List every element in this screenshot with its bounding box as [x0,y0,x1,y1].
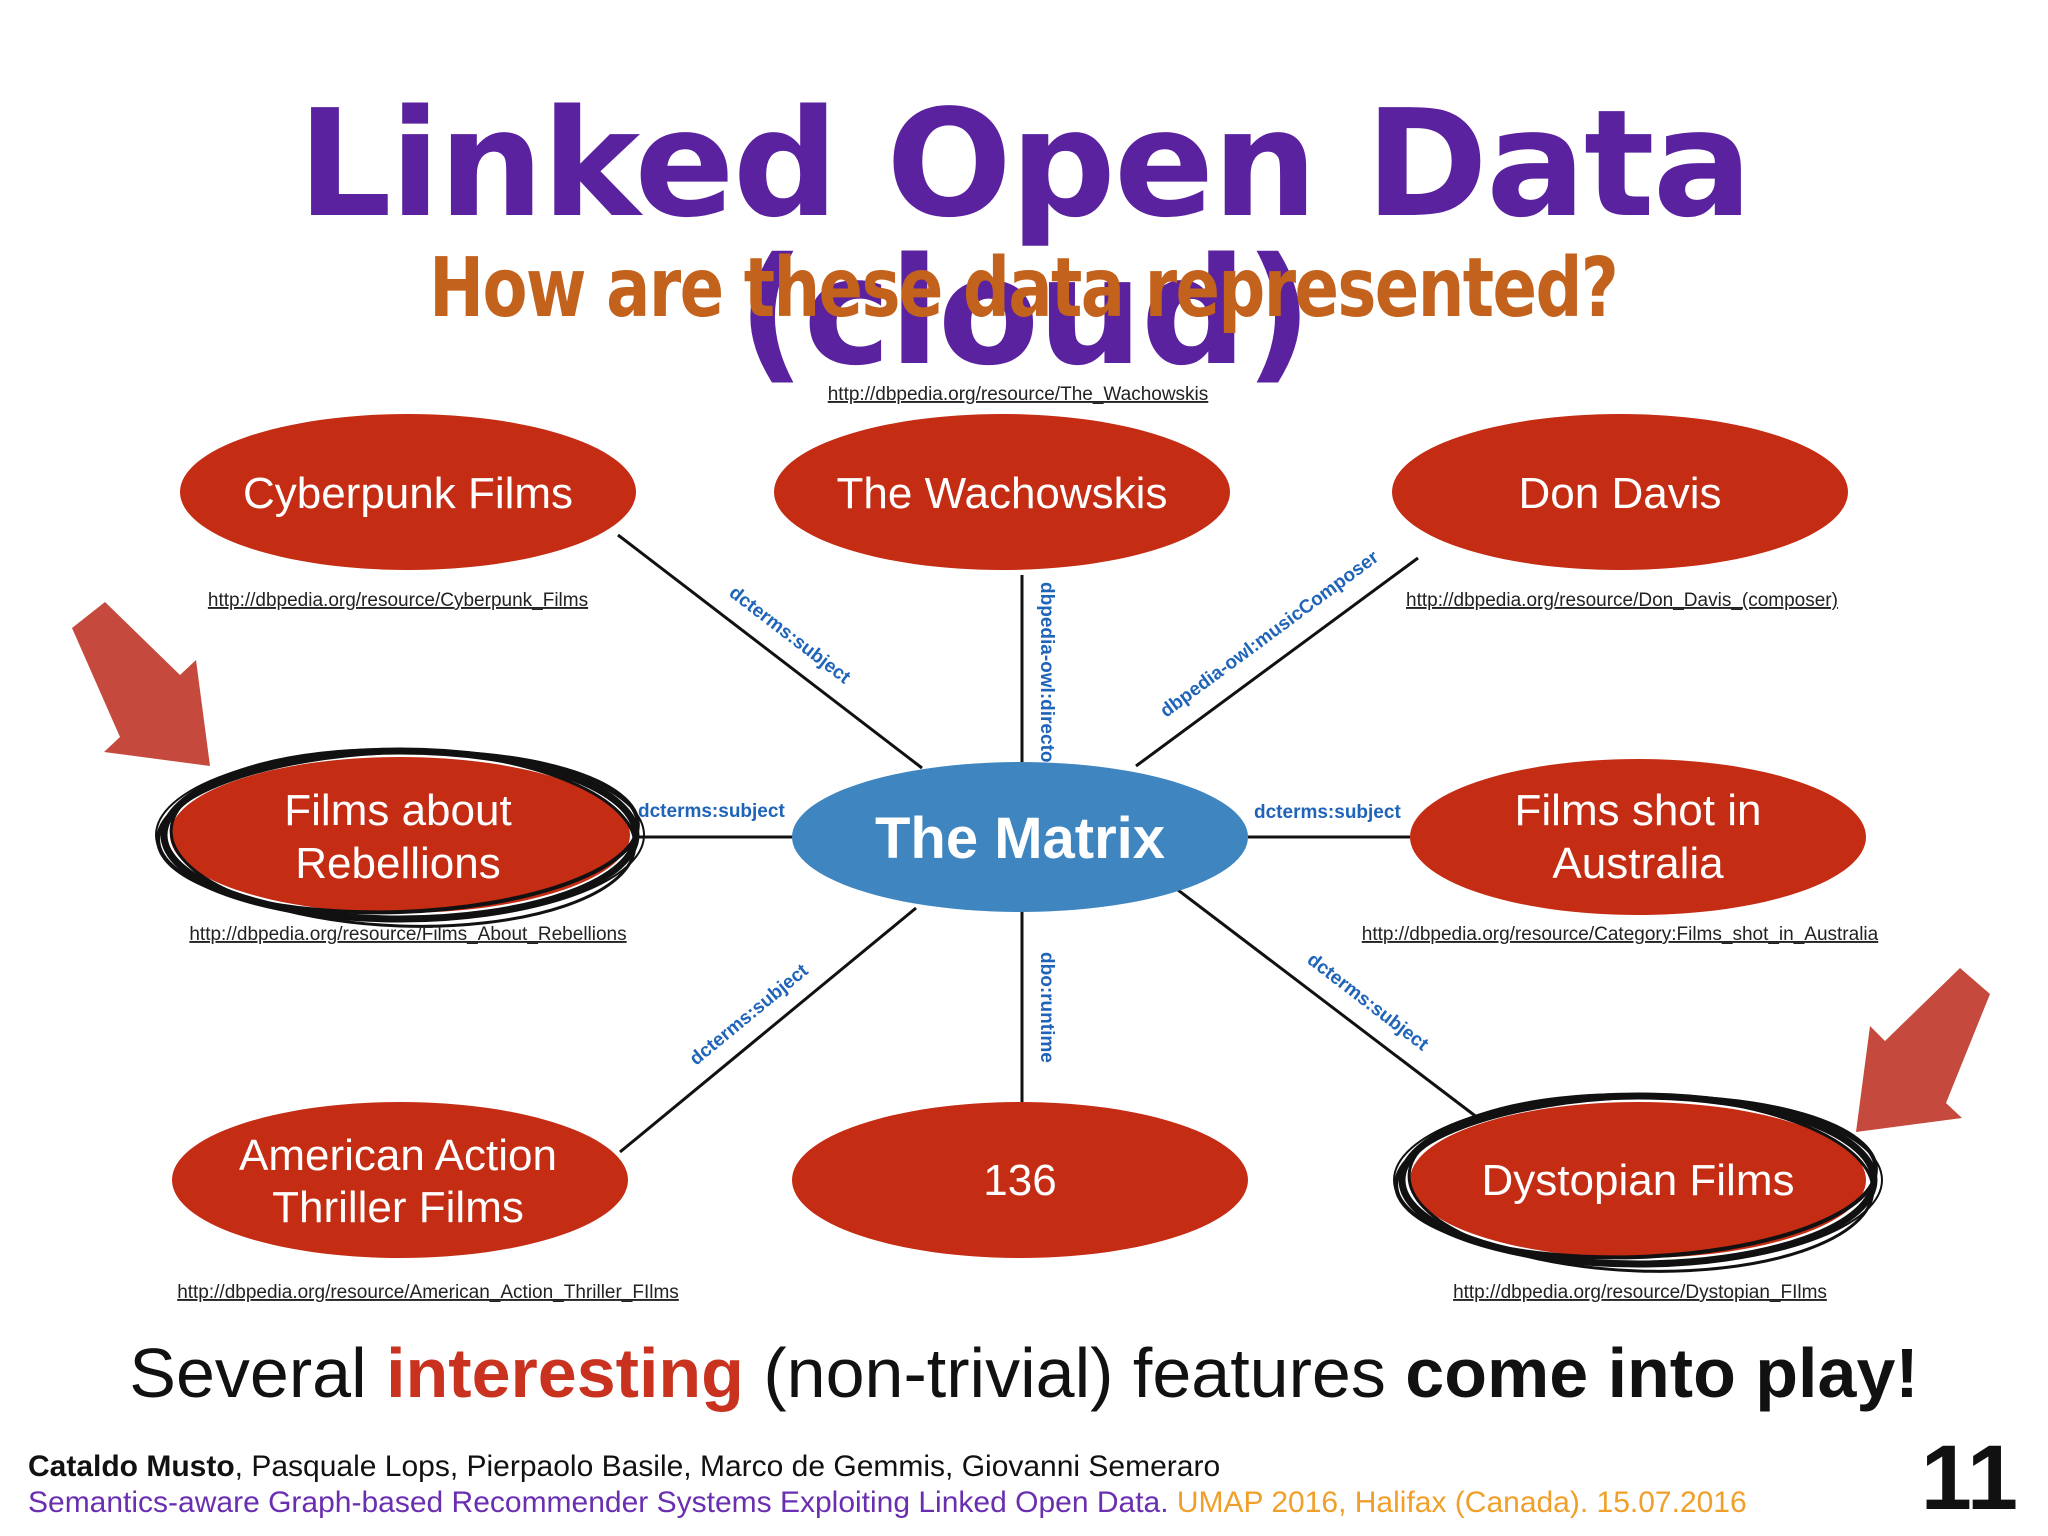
node-wachowskis: The Wachowskis [774,414,1230,570]
node-dystopian: Dystopian Films [1393,1092,1883,1273]
url-wachowskis[interactable]: http://dbpedia.org/resource/The_Wachowsk… [828,384,1209,405]
node-dondavis-label: Don Davis [1519,469,1722,518]
url-cyberpunk[interactable]: http://dbpedia.org/resource/Cyberpunk_Fi… [208,590,588,611]
node-runtime: 136 [792,1102,1248,1258]
node-australia-label-line2: Australia [1552,839,1724,888]
slide-title: Linked Open Data (cloud) [297,78,1752,398]
node-australia-label-line1: Films shot in [1515,786,1762,835]
node-cyberpunk: Cyberpunk Films [180,414,636,570]
tagline-part2: (non-trivial) features [743,1334,1406,1412]
node-dondavis-ellipse [1392,414,1848,570]
url-australia[interactable]: http://dbpedia.org/resource/Category:Fil… [1362,924,1879,945]
node-australia: Films shot in Australia [1410,759,1866,915]
node-american-label-line2: Thriller Films [272,1183,524,1232]
node-center-ellipse [792,762,1248,912]
node-rebellions-highlight-scribble [155,747,645,928]
node-rebellions-label-line2: Rebellions [295,839,500,888]
arrow-icon-left [72,602,210,766]
node-center-label: The Matrix [875,806,1165,871]
footer-paper-title: Semantics-aware Graph-based Recommender … [28,1486,1169,1519]
node-american: American Action Thriller Films [172,1102,628,1258]
footer-venue: UMAP 2016, Halifax (Canada). 15.07.2016 [1168,1486,1747,1519]
page-number: 11 [1920,1427,2018,1529]
edge-cyberpunk [617,533,923,770]
predicate-label-wachowskis: dbpedia-owl:director [1036,582,1057,771]
node-dystopian-highlight-scribble [1393,1092,1883,1273]
node-runtime-ellipse [792,1102,1248,1258]
node-american-ellipse [172,1102,628,1258]
tagline: Several interesting (non-trivial) featur… [0,1338,2048,1408]
predicate-label-cyberpunk: dcterms:subject [725,582,855,688]
node-american-label-line1: American Action [239,1131,557,1180]
node-rebellions: Films about Rebellions [155,747,645,928]
predicate-label-australia: dcterms:subject [1254,802,1401,823]
node-wachowskis-ellipse [774,414,1230,570]
arrow-icon-right [1856,968,1990,1132]
node-dystopian-ellipse [1410,1102,1866,1258]
predicate-label-runtime: dbo:runtime [1036,952,1057,1063]
node-wachowskis-label: The Wachowskis [837,469,1168,518]
node-rebellions-ellipse [170,757,630,913]
predicate-label-dystopian: dcterms:subject [1303,949,1433,1055]
footer-other-authors: , Pasquale Lops, Pierpaolo Basile, Marco… [234,1450,1221,1483]
url-dondavis[interactable]: http://dbpedia.org/resource/Don_Davis_(c… [1406,590,1838,611]
url-rebellions[interactable]: http://dbpedia.org/resource/Films_About_… [189,924,626,945]
node-australia-ellipse [1410,759,1866,915]
predicate-label-dondavis: dbpedia-owl:musicComposer [1156,547,1383,722]
tagline-highlight: interesting [386,1334,744,1412]
footer-paper: Semantics-aware Graph-based Recommender … [28,1486,1747,1520]
node-dondavis: Don Davis [1392,414,1848,570]
node-dystopian-label: Dystopian Films [1482,1156,1795,1205]
predicate-label-rebellions: dcterms:subject [638,801,785,822]
edge-american [619,906,917,1154]
predicate-label-american: dcterms:subject [686,960,813,1070]
footer-authors: Cataldo Musto, Pasquale Lops, Pierpaolo … [28,1450,1220,1484]
node-runtime-label: 136 [983,1156,1056,1205]
edge-dondavis [1135,556,1419,768]
slide-subtitle: How are these data represented? [429,241,1619,336]
edge-dystopian [1177,888,1479,1120]
node-cyberpunk-label: Cyberpunk Films [243,469,573,518]
url-dystopian[interactable]: http://dbpedia.org/resource/Dystopian_FI… [1453,1282,1827,1303]
footer-lead-author: Cataldo Musto [28,1450,235,1483]
node-rebellions-label-line1: Films about [284,786,511,835]
tagline-bold: come into play! [1405,1334,1919,1412]
node-cyberpunk-ellipse [180,414,636,570]
url-american[interactable]: http://dbpedia.org/resource/American_Act… [177,1282,679,1303]
node-center: The Matrix [792,762,1248,912]
tagline-part1: Several [129,1334,387,1412]
